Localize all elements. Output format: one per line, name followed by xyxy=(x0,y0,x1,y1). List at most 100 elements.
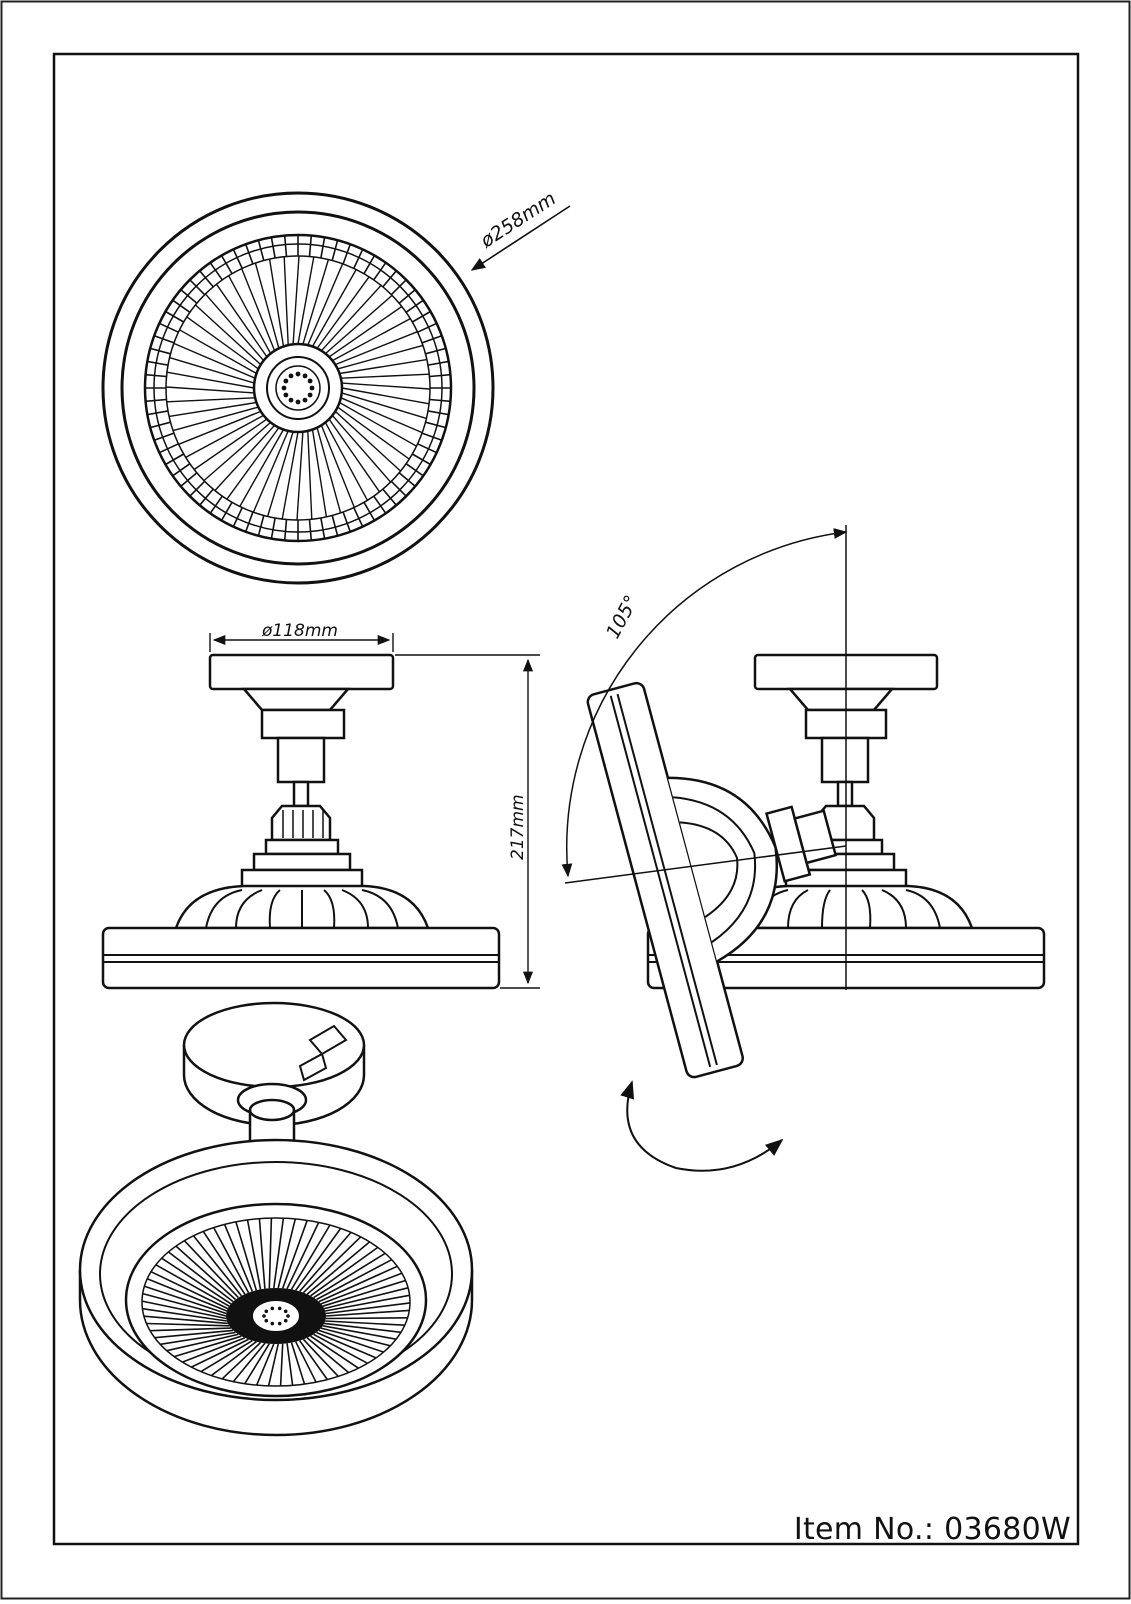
hub-vent xyxy=(295,399,301,405)
cage-spoke xyxy=(204,293,265,362)
cage-tick xyxy=(353,248,364,269)
cage-tick xyxy=(244,511,254,533)
cage-spoke xyxy=(316,1258,393,1301)
cage-spoke xyxy=(165,386,255,394)
cage-spoke xyxy=(328,418,381,493)
cage-spoke xyxy=(313,1333,368,1365)
cage-spoke xyxy=(281,1220,308,1289)
hub-vent xyxy=(277,1306,282,1311)
cage-spoke xyxy=(328,305,403,358)
cage-spoke xyxy=(337,344,424,370)
cage-spoke xyxy=(252,430,289,513)
cage-spoke xyxy=(325,1294,410,1312)
cage-spoke xyxy=(254,262,280,349)
cage-tick xyxy=(320,237,326,259)
cage-tick xyxy=(209,262,223,281)
cage-spoke xyxy=(215,283,268,358)
cage-spoke xyxy=(141,1300,227,1320)
top-view xyxy=(101,191,495,585)
hub-vent xyxy=(283,378,289,384)
cage-tick xyxy=(145,373,167,378)
cage-spoke xyxy=(316,276,370,349)
hub-vent xyxy=(270,1306,275,1311)
cage-tick xyxy=(149,347,171,355)
cage-tick xyxy=(417,322,438,333)
cage-spoke xyxy=(179,329,257,375)
cage-spoke xyxy=(166,371,255,389)
cage-tick xyxy=(172,463,191,477)
cage-spoke xyxy=(306,1241,371,1295)
cage-tick xyxy=(180,289,198,304)
cage-tick xyxy=(427,360,449,366)
cage-tick xyxy=(149,421,171,429)
cage-spoke xyxy=(313,1252,386,1299)
cage-spoke xyxy=(268,258,285,347)
cage-spoke xyxy=(302,1338,339,1377)
cage-spoke xyxy=(226,427,280,500)
cage-tick xyxy=(411,310,431,323)
cage-spoke xyxy=(173,1335,242,1358)
hub-vent xyxy=(283,1318,288,1323)
cage-spoke xyxy=(191,1338,249,1368)
cage-spoke xyxy=(290,1342,306,1385)
cage-tick xyxy=(353,507,364,528)
hub-vent xyxy=(283,392,289,398)
cage-spoke xyxy=(324,422,369,501)
cage-spoke xyxy=(339,401,417,447)
cage-tick xyxy=(270,517,276,539)
cage-spoke xyxy=(235,1221,258,1291)
cage-spoke xyxy=(239,429,285,507)
cage-tick xyxy=(421,334,443,344)
cage-spoke xyxy=(302,1236,362,1294)
cage-spoke xyxy=(281,431,299,520)
cage-spoke xyxy=(166,397,256,403)
rotation-arrow-icon xyxy=(620,1080,784,1172)
cage-spoke xyxy=(192,1235,243,1297)
cage-tick xyxy=(220,255,233,275)
cage-tick xyxy=(342,511,352,533)
cage-tick xyxy=(398,289,416,304)
cage-tick xyxy=(158,322,179,333)
cage-tick xyxy=(147,360,169,366)
cage-spoke xyxy=(279,1343,284,1386)
cage-tick xyxy=(390,279,407,296)
cage-spoke xyxy=(331,414,392,483)
cage-tick xyxy=(220,501,233,521)
cage-spoke xyxy=(290,1224,331,1290)
cage-tick xyxy=(153,432,175,442)
cage-spoke xyxy=(203,421,272,482)
canopy-dimension: ø118mm xyxy=(209,621,394,652)
cage-spoke xyxy=(142,1307,227,1322)
cage-spoke xyxy=(175,1245,237,1301)
hub-vent xyxy=(281,385,287,391)
cage-spoke xyxy=(320,284,382,352)
cage-spoke xyxy=(335,331,418,366)
cage-spoke xyxy=(307,263,344,346)
diameter-dimension: ø258mm xyxy=(470,187,571,271)
cage-spoke xyxy=(341,387,430,405)
cage-spoke xyxy=(223,1224,254,1292)
cage-spoke xyxy=(169,356,255,384)
cage-spoke xyxy=(340,373,430,379)
cage-spoke xyxy=(311,269,357,347)
cage-spoke xyxy=(202,1230,246,1295)
hub-vent xyxy=(277,1321,282,1326)
cage-spoke xyxy=(214,424,276,492)
cage-spoke xyxy=(273,1217,285,1289)
cage-tick xyxy=(425,347,447,355)
cage-spoke xyxy=(268,1218,273,1289)
cage-spoke xyxy=(160,1331,236,1346)
cage-spoke xyxy=(297,256,315,345)
cage-spoke xyxy=(283,256,289,346)
cage-tick xyxy=(153,334,175,344)
perspective-view xyxy=(78,1001,474,1437)
cage-spoke xyxy=(325,1309,410,1317)
cage-spoke xyxy=(182,1337,246,1363)
cage-spoke xyxy=(277,1218,297,1289)
hub-vent xyxy=(302,397,308,403)
cage-tick xyxy=(429,373,451,378)
cage-spoke xyxy=(322,1279,406,1307)
hub-vent xyxy=(264,1318,269,1323)
